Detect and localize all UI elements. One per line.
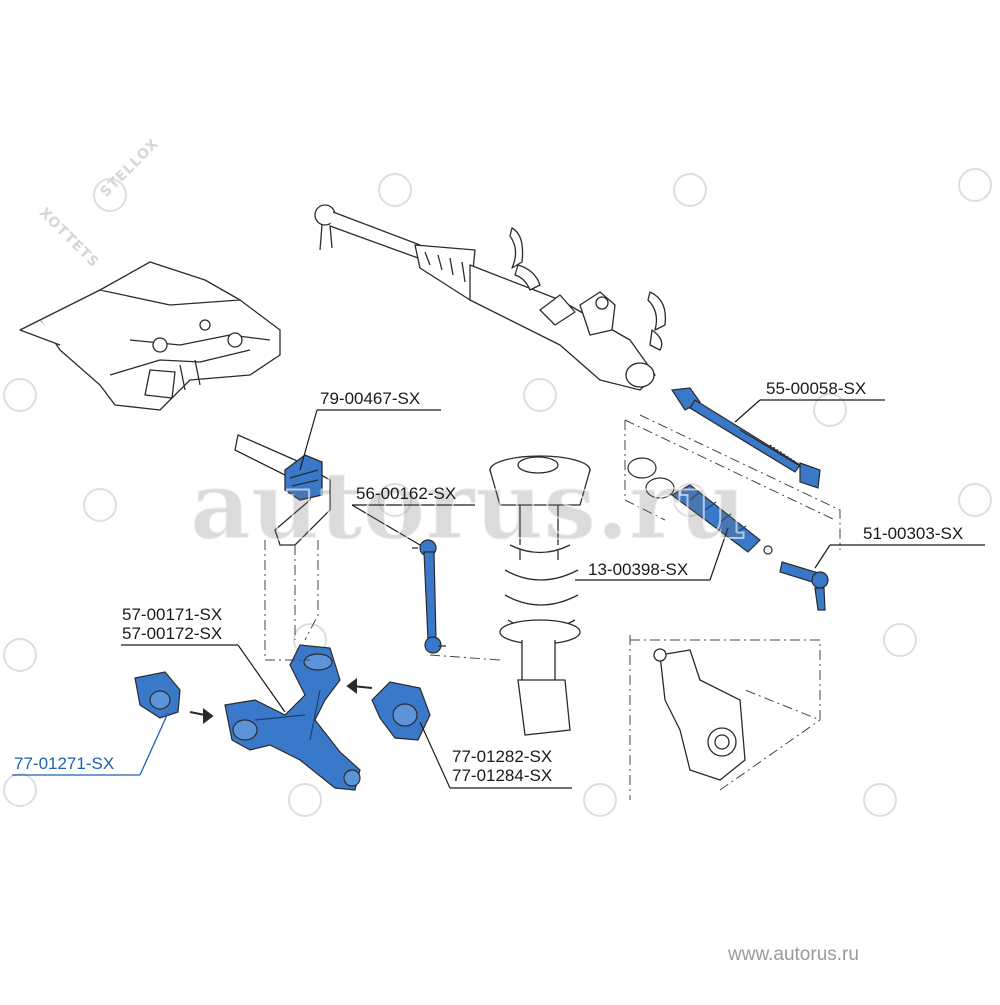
- callout-57-00172-sx[interactable]: 57-00172-SX: [122, 624, 223, 643]
- site-url[interactable]: www.autorus.ru: [728, 944, 859, 965]
- rear-bushing-part: [371, 681, 431, 741]
- stabilizer-bar: [234, 434, 331, 546]
- callout-56-00162-sx[interactable]: 56-00162-SX: [356, 484, 457, 503]
- assembly-arrows: [189, 678, 373, 724]
- inner-tie-rod-part: [670, 387, 821, 489]
- callout-77-01284-sx[interactable]: 77-01284-SX: [452, 766, 553, 785]
- callout-55-00058-sx[interactable]: 55-00058-SX: [766, 379, 867, 398]
- steering-knuckle: [653, 648, 746, 781]
- callout-57-00171-sx[interactable]: 57-00171-SX: [122, 605, 223, 624]
- front-bushing-part: [134, 671, 181, 719]
- lower-control-arm-part: [224, 644, 361, 791]
- leader-line-highlight: [12, 712, 169, 776]
- tie-rod-end-part: [779, 561, 829, 611]
- watermark-text: autorus.ru: [190, 451, 747, 561]
- callout-13-00398-sx[interactable]: 13-00398-SX: [588, 560, 689, 579]
- subframe: [19, 261, 281, 411]
- leader-lines: [121, 399, 985, 789]
- callout-79-00467-sx[interactable]: 79-00467-SX: [320, 389, 421, 408]
- stabilizer-link-part: [412, 539, 446, 654]
- callout-77-01282-sx[interactable]: 77-01282-SX: [452, 747, 553, 766]
- callout-51-00303-sx[interactable]: 51-00303-SX: [863, 524, 964, 543]
- assembly-guide-lines: [264, 414, 841, 800]
- strut-assembly: [489, 455, 591, 736]
- steering-rack: [314, 204, 667, 391]
- steering-boot-part: [627, 457, 773, 555]
- callout-77-01271-sx[interactable]: 77-01271-SX: [14, 754, 115, 773]
